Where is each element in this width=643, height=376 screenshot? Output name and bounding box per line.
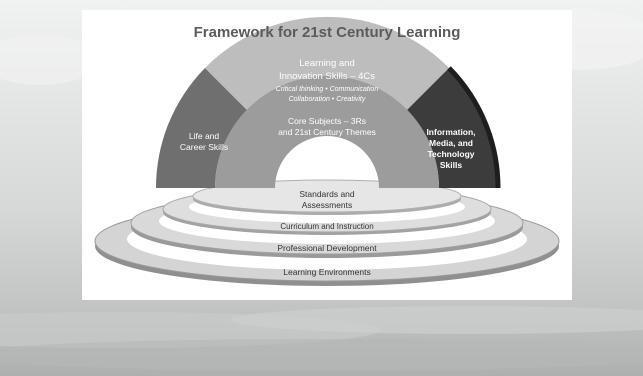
arch-left-segment [155,68,247,188]
right-segment-line3: Technology [427,149,474,159]
right-segment-line1: Information, [426,127,475,137]
ring-curriculum-label: Curriculum and Instruction [280,222,373,231]
right-segment-line2: Media, and [429,138,473,148]
arch-inner-band [215,76,439,188]
ring-environments-label: Learning Environments [283,267,370,277]
ring-standards-label-line2: Assessments [302,200,353,210]
arch-right-segment [407,66,501,189]
top-segment-title-line2: Innovation Skills – 4Cs [279,71,375,82]
ring-professional-label: Professional Development [277,243,377,253]
top-segment-title-line1: Learning and [299,58,354,69]
left-segment-line2: Career Skills [180,142,228,152]
inner-arch-line2: and 21st Century Themes [278,127,376,137]
framework-diagram: Framework for 21st Century Learning Lear… [94,16,560,286]
top-segment-sub-line1: Critical thinking • Communication [276,86,379,93]
framework-diagram-card: Framework for 21st Century Learning Lear… [82,10,572,300]
top-segment-sub-line2: Collaboration • Creativity [289,96,366,103]
diagram-title: Framework for 21st Century Learning [194,24,461,41]
arch-top-segment [205,16,449,110]
left-segment-line1: Life and [189,131,220,141]
ring-standards-label-line1: Standards and [299,189,355,199]
inner-arch-line1: Core Subjects – 3Rs [288,116,366,126]
right-segment-line4: Skills [440,160,462,170]
